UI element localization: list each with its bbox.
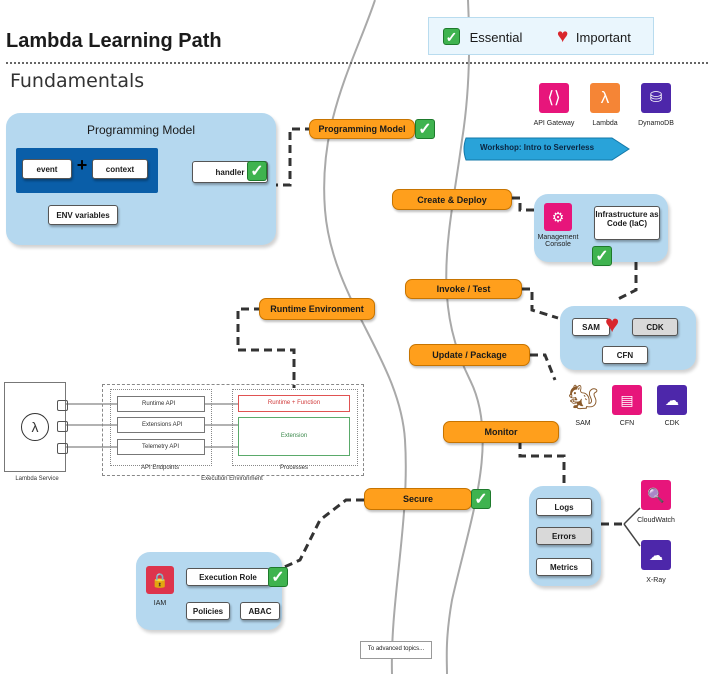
monitor-panel: Logs Errors Metrics [529,486,601,586]
cdk-icon: ☁ [657,385,687,415]
sam-box: SAM [572,318,610,336]
iac-tools-panel: SAM ♥ CDK CFN [560,306,696,370]
check-icon: ✓ [415,119,435,139]
programming-model-panel: Programming Model event + context handle… [6,113,276,245]
milestone-secure: Secure [364,488,472,510]
runtime-function-box: Runtime + Function [238,395,350,412]
lambda-icon: λ [21,413,49,441]
plus-sign: + [76,155,88,175]
milestone-runtime-environment: Runtime Environment [259,298,375,320]
panel-title: Programming Model [86,123,196,137]
workshop-label: Workshop: Intro to Serverless [479,143,595,152]
xray-icon: ☁ [641,540,671,570]
lambda-service-label: Lambda Service [15,476,59,482]
execution-environment-label: Execution Environment [201,476,263,482]
cloudwatch-icon: 🔍 [641,480,671,510]
squirrel-icon: 🐿 [568,384,599,411]
title-divider [6,62,708,64]
check-icon: ✓ [592,246,612,266]
port-icon [57,421,68,432]
metrics-box: Metrics [536,558,592,576]
runtime-api: Runtime API [117,396,205,412]
legend-important: ♥ Important [557,26,631,47]
context-box: context [92,159,148,179]
iac-box: Infrastructure as Code (IaC) [594,206,660,240]
extensions-api: Extensions API [117,417,205,433]
advanced-topics-link[interactable]: To advanced topics... [360,641,432,659]
milestone-programming-model: Programming Model [309,119,415,139]
event-box: event [22,159,72,179]
heart-icon: ♥ [605,311,620,338]
execution-environment-box [102,384,364,476]
cfn-box: CFN [602,346,648,364]
check-icon: ✓ [443,28,460,45]
heart-icon: ♥ [557,26,569,47]
check-icon: ✓ [471,489,491,509]
management-console-icon: ⚙ [544,203,572,231]
milestone-update-package: Update / Package [409,344,530,366]
port-icon [57,400,68,411]
processes-label: Processes [279,465,308,471]
port-icon [57,443,68,454]
telemetry-api: Telemetry API [117,439,205,455]
milestone-monitor: Monitor [443,421,559,443]
legend-essential: ✓ Essential [443,28,522,45]
abac-box: ABAC [240,602,280,620]
cdk-box: CDK [632,318,678,336]
processes-box [232,389,358,466]
secure-panel: 🔒 IAM Execution Role Policies ABAC [136,552,282,630]
milestone-create-deploy: Create & Deploy [392,189,512,210]
lambda-service-box: λ [4,382,68,472]
logs-box: Logs [536,498,592,516]
legend: ✓ Essential ♥ Important [428,17,654,55]
lambda-icon: λ [590,83,620,113]
create-deploy-panel: ⚙ Management Console Infrastructure as C… [534,194,668,266]
extension-box: Extension [238,417,350,456]
workshop-arrow [463,137,630,161]
execution-role-box: Execution Role [186,568,270,586]
cloudformation-icon: ▤ [612,385,642,415]
dynamodb-icon: ⛁ [641,83,671,113]
milestone-invoke-test: Invoke / Test [405,279,522,299]
section-title: Fundamentals [10,70,145,92]
check-icon: ✓ [247,161,267,181]
errors-box: Errors [536,527,592,545]
iam-icon: 🔒 [146,566,174,594]
env-variables-box: ENV variables [48,205,118,225]
api-endpoints-box [110,389,212,466]
api-endpoints-label: API Endpoints [140,465,180,471]
check-icon: ✓ [268,567,288,587]
management-console-label: Management Console [537,234,579,248]
page-title: Lambda Learning Path [6,30,222,52]
policies-box: Policies [186,602,230,620]
api-gateway-icon: ⟨⟩ [539,83,569,113]
